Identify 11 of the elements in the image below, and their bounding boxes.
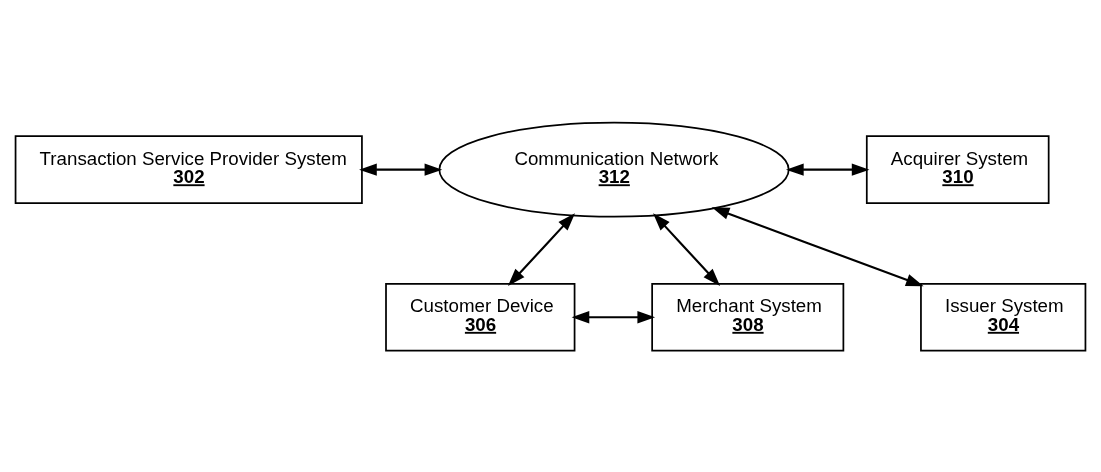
arrow <box>786 162 870 176</box>
arrow <box>359 162 443 176</box>
node-box: Issuer System 304 <box>920 282 1087 351</box>
node-box: Merchant System 308 <box>651 282 845 351</box>
node-box: Transaction Service Provider System 302 <box>14 134 363 204</box>
node-box: Acquirer System 310 <box>865 134 1050 204</box>
arrow <box>653 212 721 286</box>
node-box: Customer Device 306 <box>385 282 576 351</box>
arrow <box>711 206 924 286</box>
arrow <box>571 310 656 323</box>
arrow <box>507 212 575 286</box>
